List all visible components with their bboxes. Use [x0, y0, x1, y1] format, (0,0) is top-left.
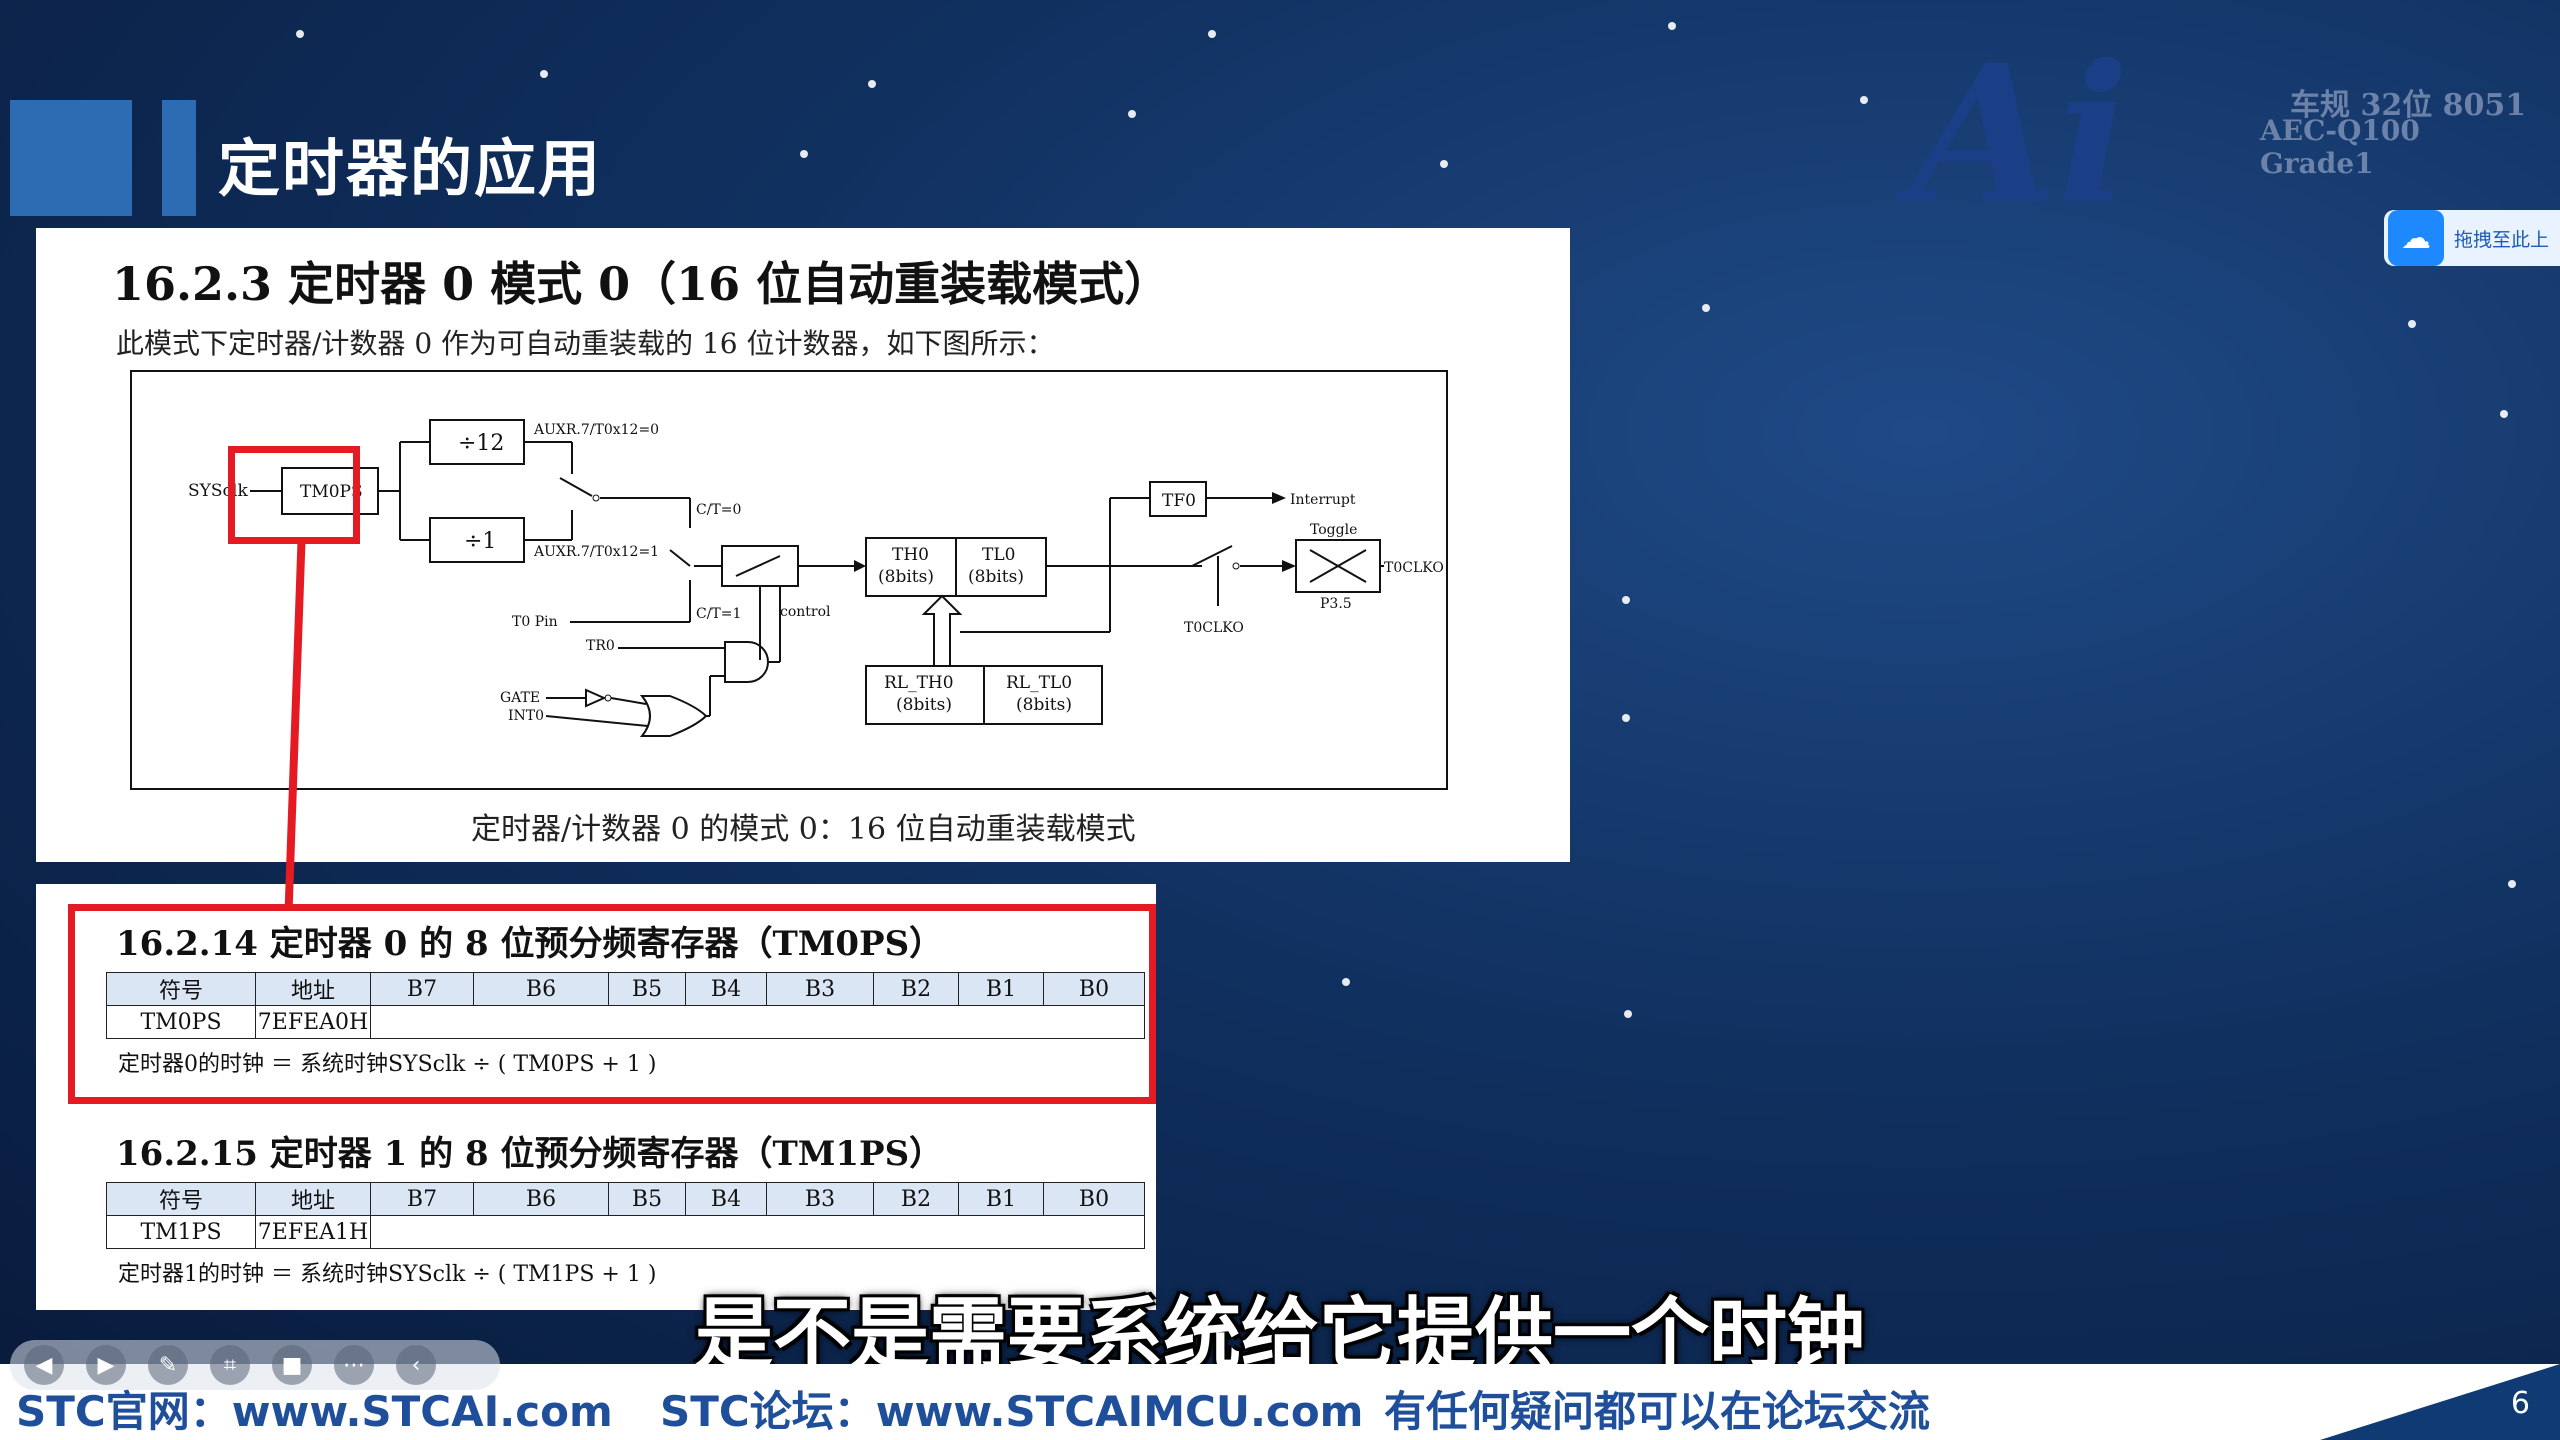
camera-icon[interactable]: ■ [272, 1345, 312, 1385]
intro-text: 此模式下定时器/计数器 0 作为可自动重装载的 16 位计数器，如下图所示： [116, 327, 1055, 360]
register-symbol: TM1PS [106, 1215, 256, 1249]
label-control: control [780, 604, 831, 620]
label-rl-tl0: RL_TL0 [1006, 673, 1072, 693]
section-heading-16-2-15: 16.2.15 定时器 1 的 8 位预分频寄存器（TM1PS） [116, 1134, 944, 1174]
label-p35: P3.5 [1320, 596, 1352, 612]
label-rlth0-bits: (8bits) [896, 695, 952, 715]
label-ct1: C/T=1 [696, 606, 741, 622]
table-header-cell: B6 [473, 1182, 609, 1216]
label-t0clko-bottom: T0CLKO [1184, 620, 1244, 636]
table-header-cell: B6 [473, 972, 609, 1006]
label-tl0: TL0 [982, 545, 1015, 565]
table-header-cell: B7 [370, 972, 474, 1006]
footer-question: 有任何疑问都可以在论坛交流 [1384, 1387, 1931, 1436]
label-interrupt: Interrupt [1290, 492, 1356, 508]
diagram-caption: 定时器/计数器 0 的模式 0：16 位自动重装载模式 [471, 812, 1136, 847]
logo-letters: Ai [1910, 23, 2130, 246]
footer-forum: STC论坛：www.STCAIMCU.com [660, 1387, 1364, 1436]
table-row: TM0PS 7EFEA0H [106, 1005, 1145, 1039]
tm1ps-formula: 定时器1的时钟 ＝ 系统时钟SYSclk ÷ ( TM1PS + 1 ) [118, 1262, 657, 1287]
label-tf0: TF0 [1162, 491, 1196, 511]
label-div12: ÷12 [458, 431, 504, 456]
table-header-cell: B7 [370, 1182, 474, 1216]
register-bits [370, 1215, 1145, 1249]
label-tm0ps: TM0PS [300, 482, 363, 502]
label-auxr0: AUXR.7/T0x12=0 [533, 422, 659, 438]
drop-widget[interactable]: ☁ 拖拽至此上 [2384, 210, 2560, 266]
table-header-cell: 地址 [255, 1182, 371, 1216]
label-t0pin: T0 Pin [512, 614, 558, 630]
label-int0: INT0 [508, 708, 544, 724]
label-ct0: C/T=0 [696, 502, 741, 518]
tm0ps-formula: 定时器0的时钟 ＝ 系统时钟SYSclk ÷ ( TM0PS + 1 ) [118, 1052, 657, 1077]
more-icon[interactable]: ⋯ [334, 1345, 374, 1385]
collapse-icon[interactable]: ‹ [396, 1345, 436, 1385]
drop-widget-label: 拖拽至此上 [2454, 228, 2550, 251]
label-toggle: Toggle [1310, 522, 1357, 538]
page-number: 6 [2510, 1386, 2530, 1421]
table-header-cell: B0 [1043, 1182, 1145, 1216]
table-header-cell: B1 [958, 1182, 1044, 1216]
tm1ps-register-table: 符号 地址 B7 B6 B5 B4 B3 B2 B1 B0 TM1PS 7EFE… [106, 1182, 1145, 1249]
prev-icon[interactable]: ◀ [24, 1345, 64, 1385]
footer-corner [2320, 1364, 2560, 1440]
cloud-icon: ☁ [2388, 210, 2444, 266]
label-auxr1: AUXR.7/T0x12=1 [533, 544, 659, 560]
title-block-small [162, 100, 196, 216]
slide-footer: STC官网：www.STCAI.com STC论坛：www.STCAIMCU.c… [0, 1364, 2560, 1440]
label-rltl0-bits: (8bits) [1016, 695, 1072, 715]
timer-block-diagram: SYSclk TM0PS ÷12 ÷1 AUXR.7/T0x12=0 AUXR.… [130, 370, 1448, 790]
register-symbol: TM0PS [106, 1005, 256, 1039]
table-header-cell: B1 [958, 972, 1044, 1006]
table-header-cell: B2 [873, 1182, 959, 1216]
table-header-cell: 地址 [255, 972, 371, 1006]
footer-website: STC官网：www.STCAI.com [16, 1387, 613, 1436]
label-tr0: TR0 [586, 638, 615, 654]
logo-line1: 车规 32位 8051 [2290, 88, 2527, 123]
table-header-row: 符号 地址 B7 B6 B5 B4 B3 B2 B1 B0 [106, 1182, 1145, 1216]
label-t0clko-right: T0CLKO [1384, 560, 1444, 576]
label-th0: TH0 [892, 545, 929, 565]
brand-logo: Ai 车规 32位 8051 AEC-Q100 Grade1 [1900, 40, 2540, 230]
register-address: 7EFEA0H [255, 1005, 371, 1039]
slide-title: 定时器的应用 [218, 132, 603, 205]
document-timer-mode0: 16.2.3 定时器 0 模式 0（16 位自动重装载模式） 此模式下定时器/计… [36, 228, 1570, 862]
register-bits [370, 1005, 1145, 1039]
highlight-tm0ps-block [228, 446, 360, 544]
table-header-cell: 符号 [106, 1182, 256, 1216]
next-icon[interactable]: ▶ [86, 1345, 126, 1385]
highlight-tm0ps-register [68, 904, 1156, 1104]
register-address: 7EFEA1H [255, 1215, 371, 1249]
table-header-cell: B5 [608, 1182, 686, 1216]
table-header-cell: B5 [608, 972, 686, 1006]
pen-icon[interactable]: ✎ [148, 1345, 188, 1385]
table-header-cell: B4 [685, 1182, 767, 1216]
label-gate: GATE [500, 690, 540, 706]
table-header-cell: B0 [1043, 972, 1145, 1006]
label-tl0-bits: (8bits) [968, 567, 1024, 587]
label-rl-th0: RL_TH0 [884, 673, 954, 693]
table-header-cell: B3 [766, 1182, 874, 1216]
logo-line2: AEC-Q100 Grade1 [2260, 114, 2420, 180]
table-header-cell: B3 [766, 972, 874, 1006]
section-heading-16-2-14: 16.2.14 定时器 0 的 8 位预分频寄存器（TM0PS） [116, 924, 944, 964]
presentation-toolbar: ◀ ▶ ✎ ⌗ ■ ⋯ ‹ [10, 1340, 500, 1390]
title-block-large [10, 100, 132, 216]
table-header-cell: 符号 [106, 972, 256, 1006]
label-div1: ÷1 [464, 529, 496, 554]
section-heading-16-2-3: 16.2.3 定时器 0 模式 0（16 位自动重装载模式） [112, 257, 1171, 311]
screenshot-icon[interactable]: ⌗ [210, 1345, 250, 1385]
label-th0-bits: (8bits) [878, 567, 934, 587]
table-row: TM1PS 7EFEA1H [106, 1215, 1145, 1249]
tm0ps-register-table: 符号 地址 B7 B6 B5 B4 B3 B2 B1 B0 TM0PS 7EFE… [106, 972, 1145, 1039]
